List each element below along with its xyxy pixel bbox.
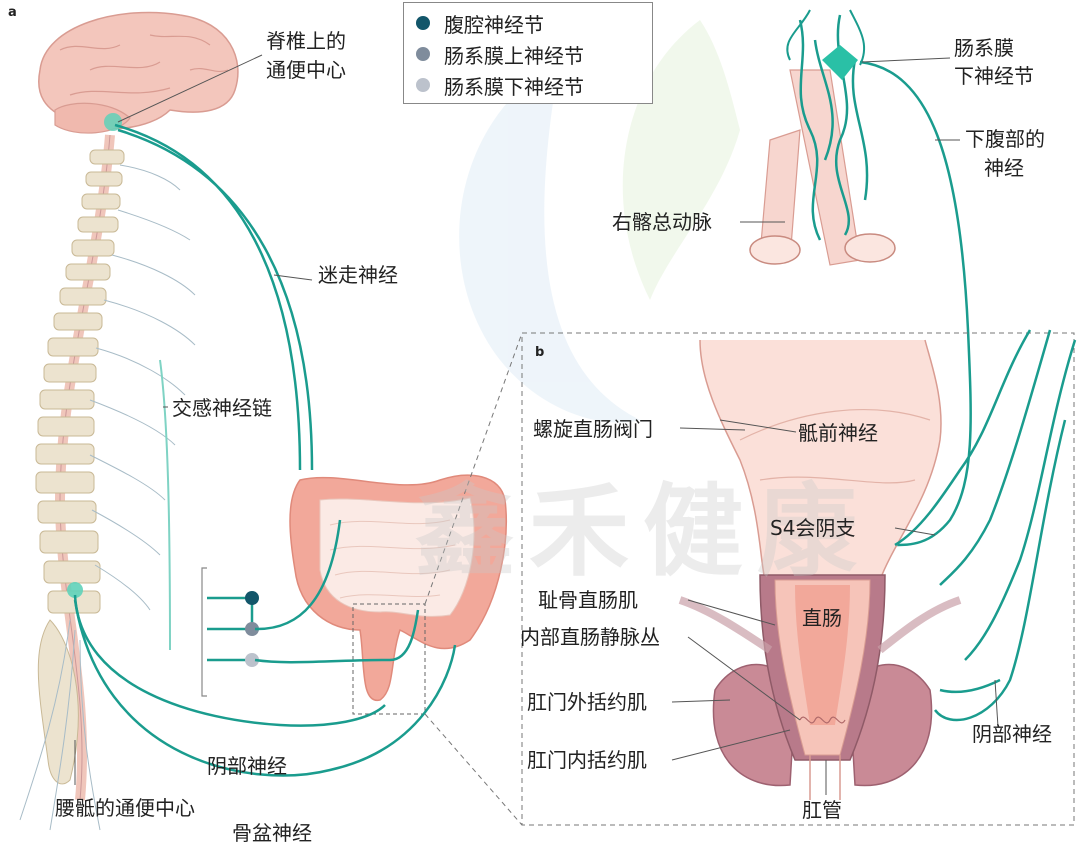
legend-item-celiac: 腹腔神经节 — [416, 8, 544, 38]
inset-box-a — [352, 603, 426, 715]
supraspinal-center-node — [104, 113, 122, 131]
legend-item-superior-mesenteric: 肠系膜上神经节 — [416, 39, 584, 69]
lumbosacral-center-node — [67, 582, 83, 598]
vagus-nerve — [114, 123, 314, 471]
colon — [289, 474, 507, 715]
legend-label-superior-mesenteric: 肠系膜上神经节 — [444, 43, 584, 68]
label-external-sphincter: 肛门外括约肌 — [527, 690, 647, 714]
watermark-text: 鑫禾健康 — [415, 473, 871, 590]
ganglia-legend: 腹腔神经节 肠系膜上神经节 肠系膜下神经节 — [403, 2, 653, 104]
sympathetic-chain — [159, 359, 207, 697]
legend-item-inferior-mesenteric: 肠系膜下神经节 — [416, 70, 584, 100]
leader-lines — [74, 54, 999, 795]
label-inf-mesenteric-line2: 下神经节 — [954, 64, 1034, 88]
label-puborectalis: 耻骨直肠肌 — [538, 588, 638, 612]
inferior-mesenteric-ganglion-dot — [245, 653, 259, 667]
label-pelvic-nerve: 骨盆神经 — [232, 821, 312, 845]
label-presacral-nerve: 骶前神经 — [798, 421, 878, 445]
label-rectum: 直肠 — [802, 606, 842, 630]
spinal-column — [19, 134, 196, 831]
legend-label-celiac: 腹腔神经节 — [444, 12, 544, 37]
label-supraspinal-line2: 通便中心 — [266, 58, 346, 82]
label-pudendal-nerve-b: 阴部神经 — [972, 722, 1052, 746]
label-pudendal-nerve-a: 阴部神经 — [207, 754, 287, 778]
label-hemorrhoidal-plexus: 内部直肠静脉丛 — [520, 625, 660, 649]
label-hypogastric-line1: 下腹部的 — [965, 127, 1045, 151]
panel-label-a: a — [8, 5, 17, 20]
label-vagus-nerve: 迷走神经 — [318, 263, 398, 287]
superior-mesenteric-ganglion — [245, 622, 259, 636]
legend-swatch-celiac — [416, 16, 430, 30]
brain — [38, 11, 239, 134]
celiac-ganglion — [245, 591, 259, 605]
label-hypogastric-line2: 神经 — [984, 156, 1024, 180]
label-iliac-artery: 右髂总动脉 — [612, 210, 712, 234]
panel-label-b: b — [535, 345, 545, 360]
hypogastric-nerve — [859, 60, 972, 547]
legend-swatch-inferior-mesenteric — [416, 78, 430, 92]
label-s4-perineal-branch: S4会阴支 — [770, 516, 856, 540]
rectum-diagram — [678, 339, 962, 800]
label-inf-mesenteric-line1: 肠系膜 — [954, 36, 1014, 60]
label-anal-canal: 肛管 — [802, 798, 842, 822]
label-internal-sphincter: 肛门内括约肌 — [527, 748, 647, 772]
label-supraspinal-line1: 脊椎上的 — [266, 29, 346, 53]
pelvic-nerves-a — [73, 519, 457, 777]
iliac-arteries — [749, 9, 896, 266]
inset-connectors — [424, 332, 523, 826]
pelvic-nerves-b — [894, 329, 1077, 722]
label-lumbosacral-center: 腰骶的通便中心 — [55, 796, 195, 820]
label-sympathetic-chain: 交感神经链 — [172, 396, 272, 420]
legend-swatch-superior-mesenteric — [416, 47, 430, 61]
legend-label-inferior-mesenteric: 肠系膜下神经节 — [444, 74, 584, 99]
label-spiral-valve: 螺旋直肠阀门 — [533, 417, 653, 441]
